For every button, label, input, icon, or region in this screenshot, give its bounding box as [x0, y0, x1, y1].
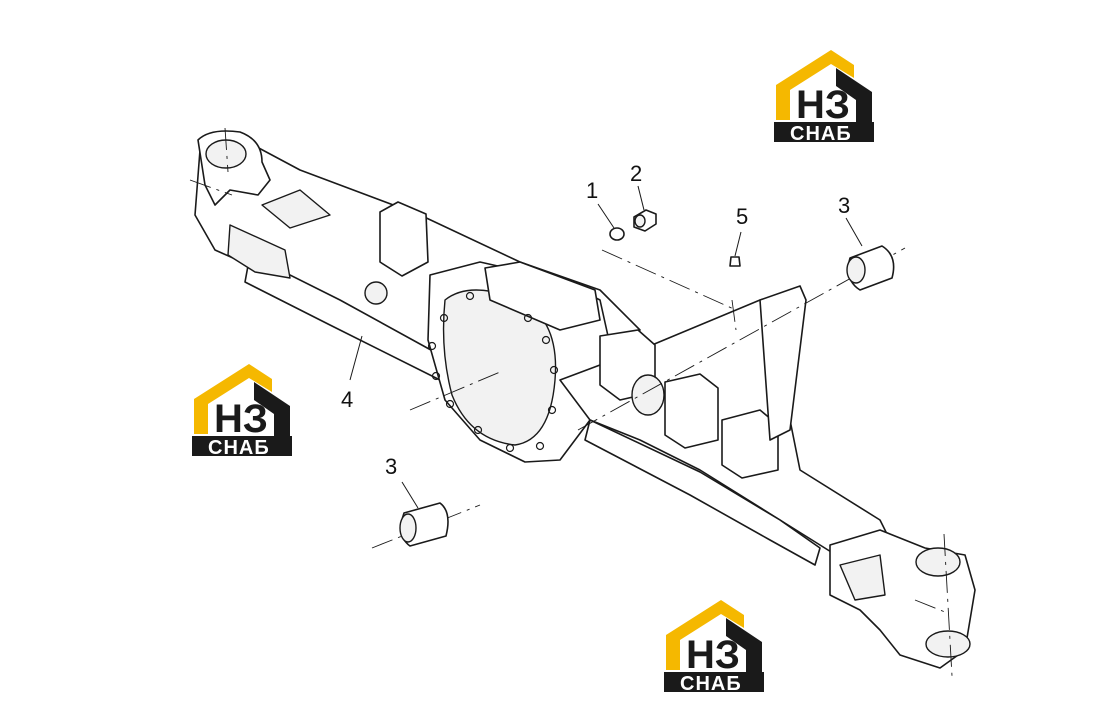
- callout-3-lower: 3: [385, 454, 397, 479]
- watermark-caption-left: СНАБ: [208, 437, 270, 459]
- part-3-bushing-upper: [846, 245, 895, 291]
- axle-housing: [194, 130, 976, 669]
- part-5-breather: [729, 256, 741, 267]
- callout-5: 5: [736, 204, 748, 229]
- part-3-bushing-lower: [399, 502, 449, 547]
- watermark-letters-left: НЗ: [214, 397, 268, 441]
- watermark-letters-bottom: НЗ: [686, 633, 740, 677]
- callout-4: 4: [341, 387, 353, 412]
- watermark-letters-top: НЗ: [796, 83, 850, 127]
- leader-lines: [349, 185, 863, 509]
- watermark-logo-left: НЗ СНАБ: [192, 364, 292, 459]
- watermark-logo-top: НЗ СНАБ: [774, 50, 874, 145]
- watermark-caption-bottom: СНАБ: [680, 673, 742, 695]
- callout-1: 1: [586, 178, 598, 203]
- callout-2: 2: [630, 161, 642, 186]
- watermark-caption-top: СНАБ: [790, 123, 852, 145]
- part-2-plug: [633, 209, 657, 232]
- watermark-logo-bottom: НЗ СНАБ: [664, 600, 764, 695]
- callout-3-upper: 3: [838, 193, 850, 218]
- part-1-retaining-ring: [609, 227, 625, 241]
